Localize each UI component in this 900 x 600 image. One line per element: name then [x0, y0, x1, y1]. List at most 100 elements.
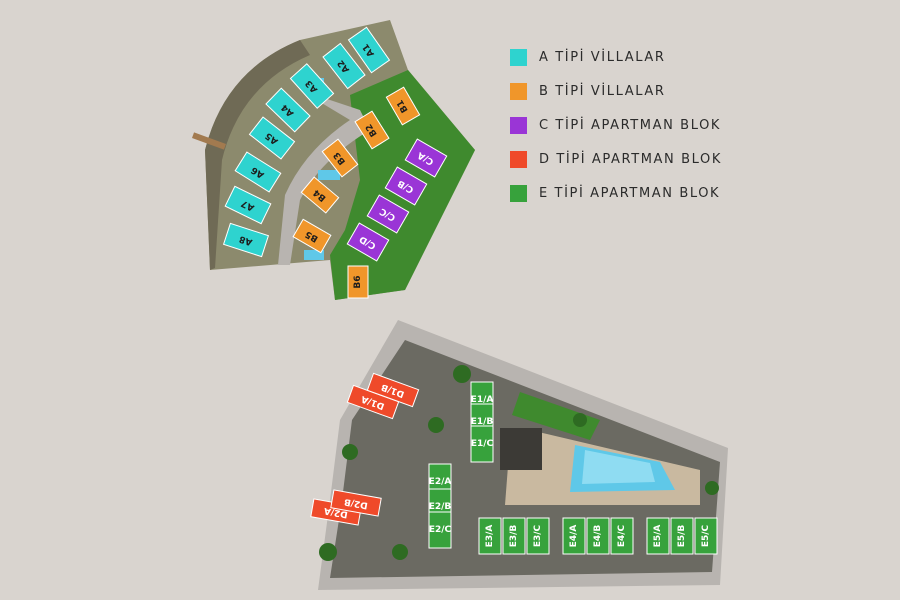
unit-block — [347, 26, 391, 74]
legend-label-a: A TİPİ VİLLALAR — [539, 49, 666, 65]
unit-block — [562, 517, 586, 555]
unit-label: E4/A — [569, 525, 579, 548]
unit-label: E4/C — [617, 524, 627, 547]
unit-block — [322, 42, 366, 90]
unit-e4-a: E4/A — [562, 517, 586, 555]
upper-site-road — [278, 90, 370, 265]
unit-block — [321, 138, 359, 178]
unit-b5: B5 — [292, 218, 332, 254]
unit-b2: B2 — [354, 110, 390, 150]
legend-swatch-d — [510, 150, 527, 168]
swimming-pool-inner — [582, 450, 655, 484]
unit-d1-b: D1/B — [366, 372, 420, 408]
unit-a5: A5 — [248, 116, 296, 160]
unit-block — [384, 166, 428, 206]
unit-c-a: C/A — [404, 138, 448, 178]
unit-label: A8 — [238, 233, 254, 247]
unit-label: E2/C — [429, 525, 452, 535]
unit-block — [526, 517, 550, 555]
unit-e3-a: E3/A — [478, 517, 502, 555]
unit-c-b: C/B — [384, 166, 428, 206]
unit-block — [354, 110, 390, 150]
unit-block — [586, 517, 610, 555]
unit-block — [694, 517, 718, 555]
unit-label: E2/B — [429, 502, 452, 512]
unit-b3: B3 — [321, 138, 359, 178]
unit-block — [502, 517, 526, 555]
legend-swatch-c — [510, 116, 527, 134]
unit-e5-a: E5/A — [646, 517, 670, 555]
unit-c-d: C/D — [346, 222, 390, 262]
lower-site-grass — [512, 392, 600, 440]
unit-label: E5/C — [701, 524, 711, 547]
tree — [573, 413, 587, 427]
legend-label-b: B TİPİ VİLLALAR — [539, 83, 666, 99]
unit-e4-c: E4/C — [610, 517, 634, 555]
unit-label: E5/A — [653, 525, 663, 548]
legend-item-a: A TİPİ VİLLALAR — [510, 40, 770, 74]
legend-label-e: E TİPİ APARTMAN BLOK — [539, 185, 721, 201]
unit-block — [347, 265, 369, 299]
unit-label: B6 — [353, 275, 363, 288]
unit-block — [646, 517, 670, 555]
unit-block — [330, 489, 382, 517]
unit-block — [289, 63, 335, 109]
unit-label: E1/A — [471, 395, 494, 405]
pier — [191, 132, 227, 150]
legend-swatch-a — [510, 48, 527, 66]
unit-block — [248, 116, 296, 160]
unit-block — [610, 517, 634, 555]
tree — [453, 365, 471, 383]
tree — [428, 417, 444, 433]
unit-label: E2/A — [429, 477, 452, 487]
unit-a2: A2 — [322, 42, 366, 90]
unit-label: E3/B — [509, 525, 519, 548]
unit-b4: B4 — [300, 176, 340, 214]
unit-d2-b: D2/B — [330, 489, 382, 517]
legend-item-b: B TİPİ VİLLALAR — [510, 74, 770, 108]
unit-block — [224, 185, 272, 225]
unit-e5-c: E5/C — [694, 517, 718, 555]
tree — [392, 544, 408, 560]
upper-site-shoreline — [205, 40, 310, 270]
unit-block — [292, 218, 332, 254]
unit-label: E1/C — [471, 439, 494, 449]
unit-e3-c: E3/C — [526, 517, 550, 555]
unit-block — [478, 517, 502, 555]
tree — [319, 543, 337, 561]
legend-swatch-e — [510, 184, 527, 202]
unit-e3-b: E3/B — [502, 517, 526, 555]
tree — [342, 444, 358, 460]
unit-a6: A6 — [234, 151, 282, 193]
legend: A TİPİ VİLLALAR B TİPİ VİLLALAR C TİPİ A… — [510, 40, 770, 210]
unit-block — [265, 87, 311, 133]
unit-e1-c: E1/C — [470, 425, 494, 463]
tree — [705, 481, 719, 495]
unit-block — [385, 86, 421, 126]
legend-item-d: D TİPİ APARTMAN BLOK — [510, 142, 770, 176]
lower-site: D1/AD1/BD2/AD2/B E1/AE1/BE1/CE2/AE2/BE2/… — [310, 320, 728, 590]
unit-a4: A4 — [265, 87, 311, 133]
legend-item-e: E TİPİ APARTMAN BLOK — [510, 176, 770, 210]
legend-swatch-b — [510, 82, 527, 100]
unit-b6: B6 — [347, 265, 369, 299]
unit-block — [670, 517, 694, 555]
unit-block — [366, 372, 420, 408]
unit-block — [222, 222, 270, 258]
unit-e5-b: E5/B — [670, 517, 694, 555]
unit-block — [300, 176, 340, 214]
unit-label: E4/B — [593, 525, 603, 548]
legend-item-c: C TİPİ APARTMAN BLOK — [510, 108, 770, 142]
unit-block — [366, 194, 410, 234]
amenity-building — [500, 428, 542, 470]
unit-block — [428, 511, 452, 549]
unit-label: E3/A — [485, 525, 495, 548]
unit-label: E3/C — [533, 524, 543, 547]
unit-d1-a: D1/A — [346, 384, 400, 420]
unit-label: E5/B — [677, 525, 687, 548]
legend-label-c: C TİPİ APARTMAN BLOK — [539, 117, 722, 133]
villa-pool — [318, 170, 340, 180]
unit-e4-b: E4/B — [586, 517, 610, 555]
